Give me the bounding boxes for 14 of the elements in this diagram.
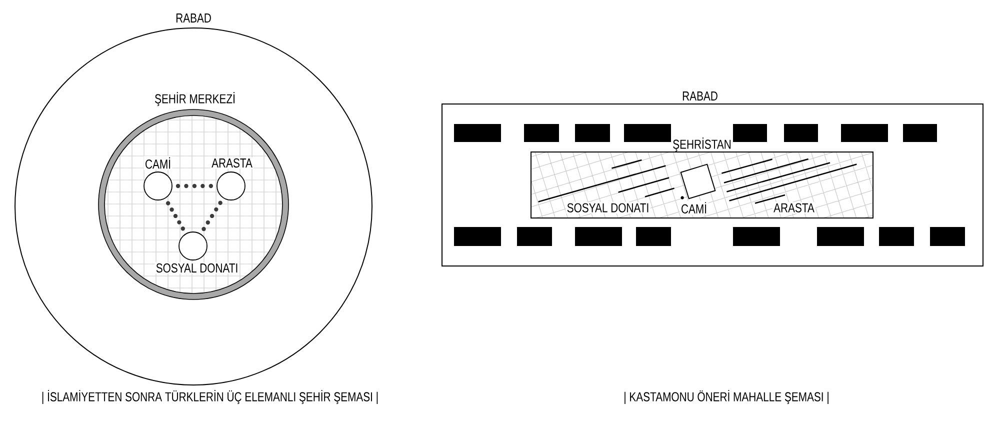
- node-label: RABAD: [176, 14, 211, 22]
- node-label: CAMİ: [682, 202, 706, 214]
- node-label: RABAD: [682, 92, 718, 100]
- caption: | KASTAMONU ÖNERİ MAHALLE ŞEMASI |: [624, 390, 828, 404]
- dotted-line: [176, 184, 214, 188]
- square: CAMİ: [680, 164, 716, 215]
- node-label: SOSYAL DONATI: [156, 263, 238, 273]
- dotted-line: [166, 201, 186, 231]
- dotted-line: [202, 200, 222, 232]
- node-label: ŞEHİR MERKEZİ: [155, 92, 234, 106]
- node-label: ARASTA: [212, 158, 252, 168]
- node-label: CAMİ: [146, 157, 170, 169]
- node-label: ŞEHRİSTAN: [673, 137, 731, 152]
- caption: | İSLAMİYETTEN SONRA TÜRKLERİN ÜÇ ELEMANLI ŞEHİR ŞEMASI |: [42, 390, 378, 404]
